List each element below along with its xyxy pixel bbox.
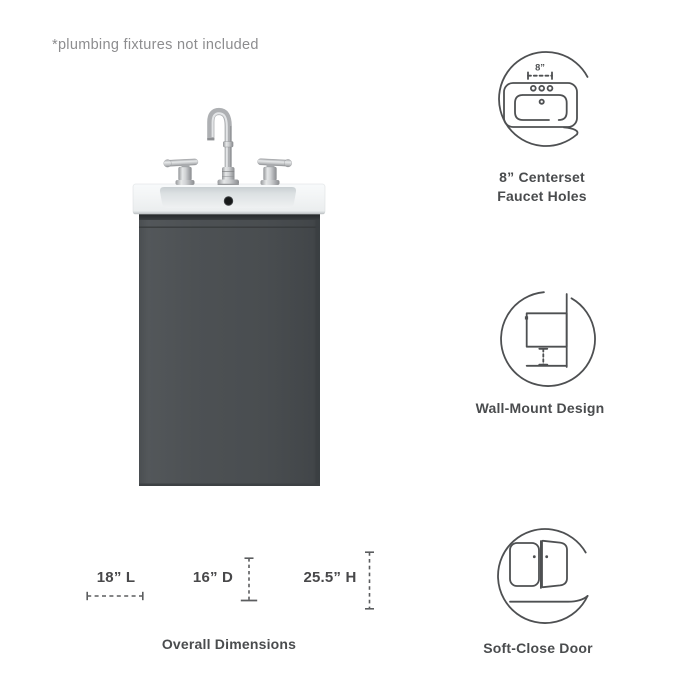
disclaimer-note: *plumbing fixtures not included bbox=[52, 37, 259, 53]
mount-bracket-dot bbox=[524, 316, 529, 320]
depth-ruler-icon bbox=[240, 557, 258, 602]
vanity-product-image bbox=[132, 107, 326, 486]
feature-item-wall-mount bbox=[498, 289, 598, 389]
base-line bbox=[509, 595, 589, 603]
feature-item-faucet-holes: 8” bbox=[496, 50, 596, 150]
cabinet-door-icon bbox=[497, 528, 589, 624]
feature-label: 8” Centerset Faucet Holes bbox=[497, 169, 587, 204]
door-panel-left bbox=[509, 542, 540, 587]
length-ruler-icon bbox=[86, 591, 144, 601]
door-knob-left bbox=[532, 555, 536, 559]
faucet-handle-right bbox=[257, 158, 292, 185]
dimensions-caption: Overall Dimensions bbox=[161, 636, 297, 652]
sink-top-view-icon: 8” bbox=[498, 51, 589, 147]
height-ruler-icon bbox=[365, 551, 374, 610]
door-panel-right bbox=[541, 539, 568, 589]
feature-label: Soft-Close Door bbox=[483, 640, 593, 656]
dimension-height: 25.5” H bbox=[303, 569, 357, 586]
faucet-handle-left bbox=[163, 158, 199, 185]
door-knob-right bbox=[545, 555, 549, 559]
icon-measure-ruler bbox=[527, 71, 553, 80]
icon-measure-text: 8” bbox=[535, 63, 545, 73]
feature-label: Wall-Mount Design bbox=[475, 400, 605, 416]
dimension-depth: 16” D bbox=[192, 569, 234, 586]
cabinet-body bbox=[139, 213, 320, 486]
gap-measure-ruler bbox=[538, 347, 549, 366]
overflow-hole bbox=[223, 196, 234, 206]
faucet-spout bbox=[207, 107, 239, 185]
dimension-length: 18” L bbox=[96, 569, 136, 586]
feature-item-soft-close bbox=[496, 527, 596, 627]
door-gap-line bbox=[139, 226, 320, 228]
sink-deck bbox=[132, 183, 326, 215]
wall-mount-icon bbox=[500, 291, 596, 387]
